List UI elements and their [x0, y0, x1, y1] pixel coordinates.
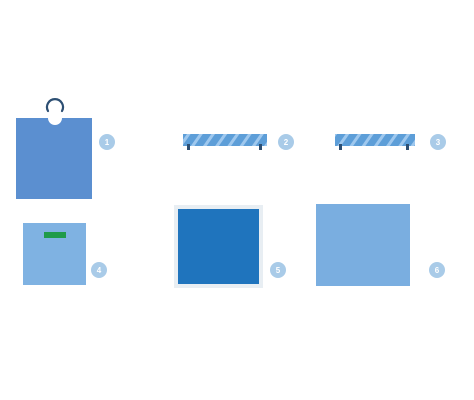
panel-6	[316, 204, 410, 286]
shelf-3-leg-left	[339, 144, 342, 150]
glass-shelf-3	[335, 134, 415, 146]
hanger-hook-icon	[45, 98, 65, 113]
badge-1	[99, 134, 115, 150]
badge-2-number: 2	[284, 138, 289, 147]
item-4: 4	[23, 223, 107, 285]
item-2: 2	[183, 134, 294, 150]
badge-5-number: 5	[276, 266, 281, 275]
shelf-3-leg-right	[406, 144, 409, 150]
item-1: 1	[16, 98, 115, 199]
item-3: 3	[335, 134, 446, 150]
shelf-2-leg-right	[259, 144, 262, 150]
badge-4	[91, 262, 107, 278]
glass-shelf-2	[183, 134, 267, 146]
item-5: 5	[174, 205, 286, 288]
badge-4-number: 4	[97, 266, 102, 275]
badge-6-number: 6	[435, 266, 440, 275]
handle-4	[44, 232, 66, 238]
item-6: 6	[316, 204, 445, 286]
badge-5	[270, 262, 286, 278]
badge-1-number: 1	[105, 138, 110, 147]
panel-5	[178, 209, 259, 284]
badge-6	[429, 262, 445, 278]
badge-3-number: 3	[436, 138, 441, 147]
badge-2	[278, 134, 294, 150]
hanger-notch	[48, 111, 62, 125]
panel-1	[16, 118, 92, 199]
shelf-2-leg-left	[187, 144, 190, 150]
badge-3	[430, 134, 446, 150]
